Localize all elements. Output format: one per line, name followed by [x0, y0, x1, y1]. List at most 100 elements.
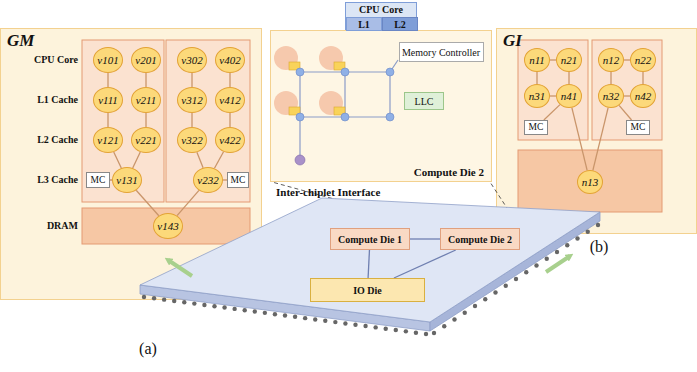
io-band	[518, 150, 662, 212]
interface-label: Inter-chiplet Interface	[276, 185, 436, 199]
node-text: v412	[219, 94, 240, 106]
graph-vertex: v312	[177, 87, 207, 113]
graph-vertex: n11	[524, 48, 550, 72]
memory-controller-box: MC	[524, 120, 548, 135]
memory-controller-box: MC	[86, 172, 110, 188]
connector	[114, 152, 122, 168]
graph-vertex: v101	[93, 47, 123, 73]
node-text: v232	[197, 174, 218, 186]
node-text: v111	[98, 94, 118, 106]
l1-cache-cell: L1	[346, 17, 382, 31]
node-text: L2	[394, 19, 406, 30]
connector	[536, 72, 537, 84]
connector	[107, 73, 108, 87]
graph-panel: GMv101v201v111v211v121v221v131MCv302v402…	[0, 28, 262, 300]
dram-band	[82, 208, 250, 244]
node-text: v422	[219, 134, 240, 146]
connector	[610, 72, 611, 84]
subfigure-label: (b)	[579, 238, 619, 256]
compute-die: Compute Die 2	[440, 228, 520, 250]
row-label: DRAM	[2, 219, 78, 233]
connector	[394, 250, 456, 278]
die-cluster	[166, 40, 250, 202]
package-substrate	[140, 198, 600, 336]
graph-vertex: v422	[215, 127, 245, 153]
graph-vertex: v211	[131, 87, 161, 113]
node-text: v211	[136, 94, 157, 106]
node-text: v143	[157, 220, 178, 232]
connector	[191, 73, 192, 87]
connector	[229, 73, 230, 87]
node-text: n32	[603, 90, 620, 102]
connector	[145, 73, 146, 87]
connector	[229, 113, 230, 127]
row-label: L3 Cache	[2, 173, 78, 187]
graph-vertex: v412	[215, 87, 245, 113]
node-text: v101	[97, 54, 118, 66]
connector	[191, 113, 192, 127]
connector	[136, 190, 159, 215]
node-text: Compute Die 2	[414, 166, 484, 178]
graph-vertex: n13	[577, 170, 603, 194]
node-text: IO Die	[353, 285, 382, 296]
node-text: n22	[635, 54, 652, 66]
connector	[619, 105, 632, 120]
graph-vertex: n12	[598, 48, 624, 72]
node-text: Compute Die 1	[338, 234, 402, 245]
graph-vertex: v232	[193, 167, 223, 193]
connector	[368, 250, 369, 278]
graph-vertex: n42	[630, 84, 656, 108]
row-label: L1 Cache	[2, 93, 78, 107]
graph-vertex: v221	[131, 127, 161, 153]
node-text: MC	[231, 175, 246, 185]
subfigure-label: (a)	[128, 340, 168, 358]
node-text: MC	[529, 122, 544, 132]
zoom-box: Compute Die 2 Memory ControllerLLC	[270, 30, 492, 182]
connector	[642, 72, 643, 84]
interface-dot	[295, 155, 305, 165]
memory-controller-box: Memory Controller	[399, 42, 484, 62]
connector	[572, 108, 587, 171]
connector	[133, 152, 141, 168]
node-text: MC	[91, 175, 106, 185]
graph-vertex: n32	[598, 84, 624, 108]
router-dots	[296, 68, 394, 121]
graph-vertex: v121	[93, 127, 123, 153]
node-text: v322	[181, 134, 202, 146]
graph-vertex: v143	[153, 213, 183, 239]
node-text: v131	[116, 174, 137, 186]
node-text: MC	[631, 122, 646, 132]
memory-controller-box: MC	[227, 172, 249, 188]
graph-vertex: n21	[556, 48, 582, 72]
node-text: v201	[135, 54, 156, 66]
io-die: IO Die	[310, 278, 425, 302]
connector	[197, 152, 203, 167]
node-text: v302	[181, 54, 202, 66]
connector	[214, 152, 223, 169]
connector	[568, 72, 569, 84]
node-text: v221	[135, 134, 156, 146]
die-cluster	[82, 40, 164, 202]
node-text: LLC	[415, 96, 434, 107]
node-text: n41	[561, 90, 578, 102]
row-label: L2 Cache	[2, 133, 78, 147]
graph-vertex: v131	[112, 167, 142, 193]
node-text: n21	[561, 54, 578, 66]
l2-cache-cell: L2	[382, 17, 418, 31]
die-cluster	[518, 40, 588, 140]
cpu-cores	[274, 46, 345, 115]
graph-vertex: v201	[131, 47, 161, 73]
node-text: GM	[7, 32, 34, 51]
graph-vertex: v111	[93, 87, 123, 113]
node-text: Compute Die 2	[448, 234, 512, 245]
node-text: n42	[635, 90, 652, 102]
node-text: n31	[529, 90, 546, 102]
zoom-ground	[271, 31, 492, 182]
connector	[544, 105, 560, 120]
llc-box: LLC	[404, 92, 444, 110]
graph-vertex: n31	[524, 84, 550, 108]
row-label: CPU Core	[2, 53, 78, 67]
panel-ground	[497, 29, 697, 234]
connector	[107, 113, 108, 127]
cpu-core-callout: CPU CoreL1L2	[345, 2, 417, 30]
